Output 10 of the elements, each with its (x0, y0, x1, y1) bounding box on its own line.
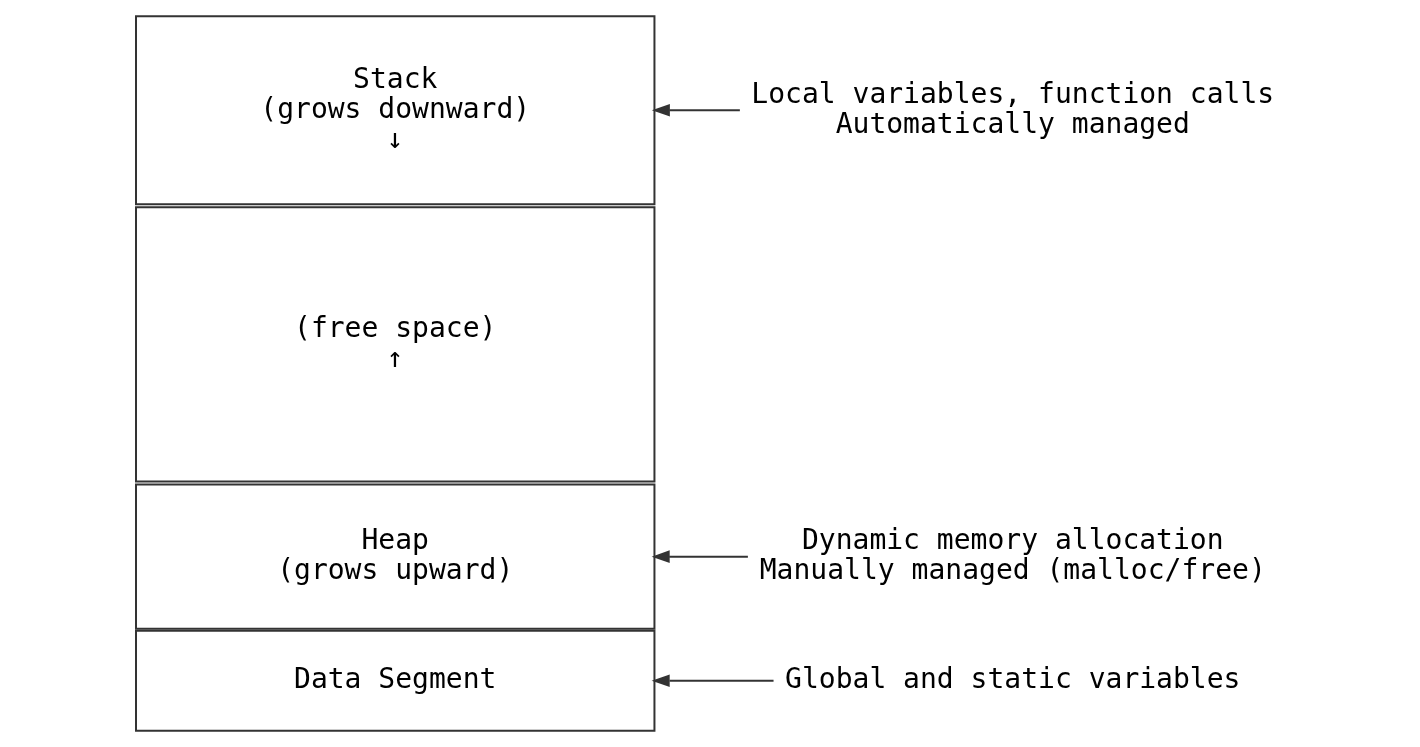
node-box: Data Segment (134, 629, 655, 732)
node-box: (free space) ↑ (134, 206, 655, 483)
arrow (651, 103, 741, 117)
node-text: Local variables, function calls Automatically managed (750, 76, 1274, 140)
arrow (651, 550, 749, 563)
node-box: Heap (grows upward) (134, 483, 655, 630)
node-text: Dynamic memory allocation Manually managed (malloc/free) (759, 523, 1266, 587)
arrow (651, 674, 775, 688)
node-text: Global and static variables (784, 662, 1240, 696)
node-box: Stack (grows downward) ↓ (134, 15, 655, 206)
